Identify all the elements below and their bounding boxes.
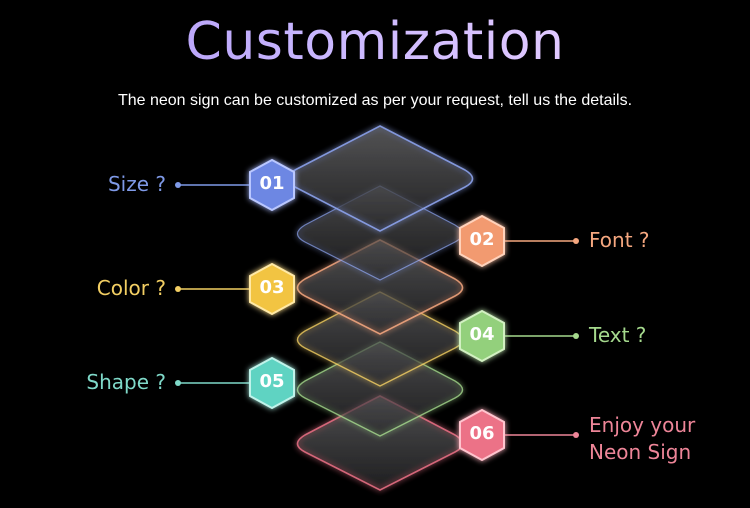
- step-label-color: Color ?: [96, 276, 166, 300]
- layer-plate-6: [296, 395, 464, 491]
- connector-02: [505, 238, 579, 244]
- connector-06: [505, 432, 579, 438]
- step-label-size: Size ?: [107, 172, 166, 196]
- step-number-03: 03: [259, 277, 285, 298]
- step-number-06: 06: [469, 423, 495, 444]
- connector-03: [175, 286, 250, 292]
- step-number-05: 05: [259, 371, 285, 392]
- step-label-enjoy: Enjoy your Neon Sign: [589, 412, 695, 466]
- step-label-font: Font ?: [589, 228, 650, 252]
- layer-plate-3: [296, 239, 464, 335]
- connector-04: [505, 333, 579, 339]
- step-number-04: 04: [469, 324, 495, 345]
- hexagon-badge-04: [459, 309, 505, 363]
- hexagon-badge-03: [249, 262, 295, 316]
- hexagon-badge-05: [249, 356, 295, 410]
- step-number-02: 02: [469, 229, 495, 250]
- page-subtitle: The neon sign can be customized as per y…: [117, 92, 633, 109]
- hexagon-badge-06: [459, 408, 505, 462]
- step-number-01: 01: [259, 173, 285, 194]
- hexagon-badge-01: [249, 158, 295, 212]
- step-label-enjoy-line2: Neon Sign: [589, 440, 692, 464]
- page-title: Customization: [0, 12, 750, 72]
- step-label-text: Text ?: [589, 323, 647, 347]
- connector-01: [175, 182, 250, 188]
- layer-plate-4: [296, 291, 464, 387]
- step-label-enjoy-line1: Enjoy your: [589, 413, 696, 437]
- hexagon-badge-02: [459, 214, 505, 268]
- connector-05: [175, 380, 250, 386]
- step-label-shape: Shape ?: [86, 370, 166, 394]
- layer-plate-1: [286, 125, 474, 232]
